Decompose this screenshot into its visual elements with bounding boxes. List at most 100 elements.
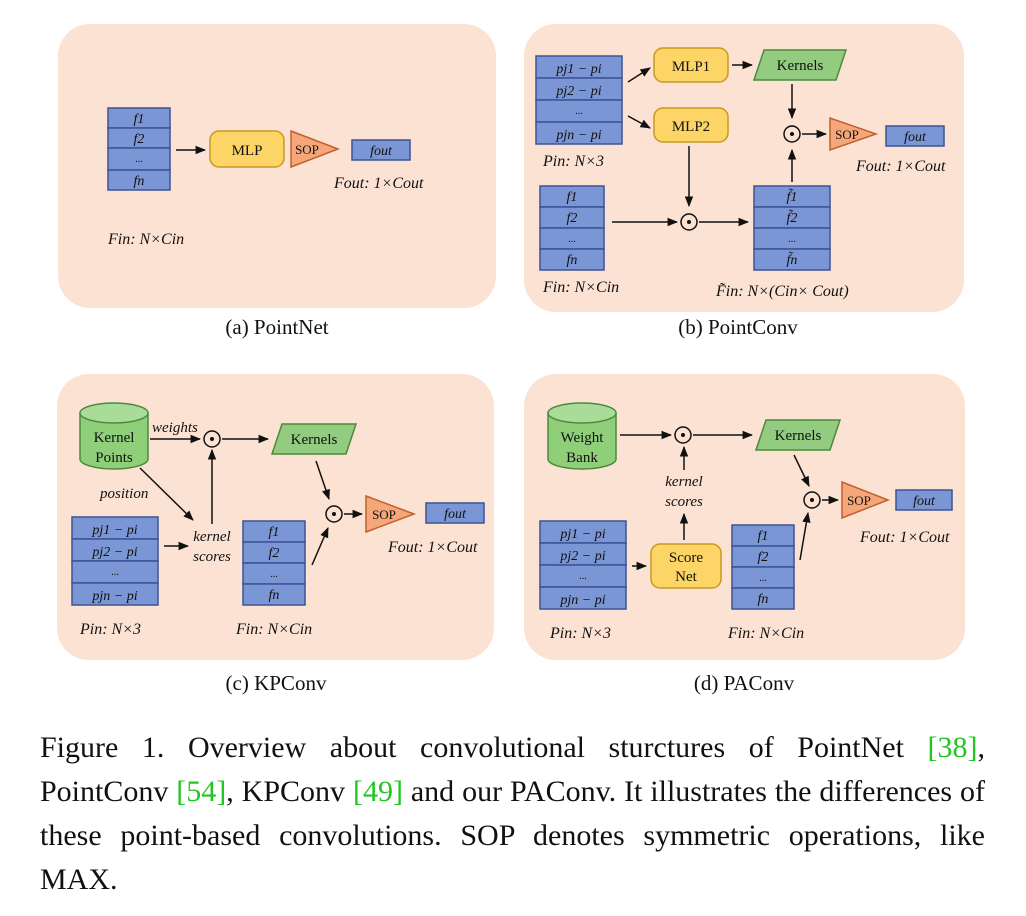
cell-label: pj1 − pi [559, 527, 605, 542]
kernel-scores-label: kernel [193, 529, 230, 545]
arrow [139, 467, 194, 521]
relative-position-stack: pj1 − pi pj2 − pi ... pjn − pi [71, 516, 159, 606]
cell-label: f2 [567, 211, 578, 226]
sop-label: SOP [372, 507, 396, 522]
cell-label: pj2 − pi [91, 545, 137, 560]
score-net-label: Score [669, 550, 703, 566]
output-vector: fout [351, 139, 411, 161]
fout-dimension-label: Fout: 1×Cout [859, 529, 950, 546]
cell-label: ... [111, 567, 119, 578]
cell-label: pj1 − pi [555, 62, 601, 77]
kernels-block: Kernels [754, 419, 842, 451]
citation-link[interactable]: [38] [927, 731, 978, 764]
mlp-block: MLP [209, 130, 285, 168]
kernel-points-cylinder: Kernel Points [79, 402, 149, 470]
output-vector: fout [425, 502, 485, 524]
kernels-block: Kernels [752, 49, 848, 81]
mlp1-label: MLP1 [672, 59, 710, 75]
mlp2-label: MLP2 [672, 119, 710, 135]
figure-diagrams: f1 f2 ... fn MLP SOP fout Fout: 1×Cout F… [57, 24, 965, 695]
cell-label: pj2 − pi [559, 549, 605, 564]
kernel-points-label: Points [95, 450, 133, 466]
cell-label: ... [579, 571, 587, 582]
output-label: fout [913, 494, 936, 509]
weight-bank-label: Weight [561, 430, 605, 446]
arrow [799, 511, 811, 561]
cell-label: f1 [269, 525, 280, 540]
cell-label: pj2 − pi [555, 84, 601, 99]
subcaption-kpconv: (c) KPConv [226, 671, 327, 695]
score-net-block: Score Net [650, 543, 722, 589]
subcaption-pointnet: (a) PointNet [225, 315, 328, 339]
kernel-scores-label: scores [665, 494, 703, 510]
citation-link[interactable]: [54] [176, 775, 227, 808]
odot-operator [783, 125, 801, 143]
mlp1-block: MLP1 [653, 47, 729, 83]
cell-label: fn [269, 588, 280, 603]
sop-block: SOP [829, 116, 879, 152]
odot-operator [680, 213, 698, 231]
pin-dimension-label: Pin: N×3 [542, 153, 604, 170]
cell-label: ... [270, 569, 278, 580]
panel-background [57, 374, 494, 660]
odot-operator [803, 491, 821, 509]
kernel-scores-label: scores [193, 549, 231, 565]
cell-label: ... [135, 154, 143, 165]
cell-label: pjn − pi [559, 593, 605, 608]
kernels-label: Kernels [291, 432, 338, 448]
odot-operator [674, 426, 692, 444]
figure-caption: Figure 1. Overview about convolutional s… [40, 726, 985, 902]
caption-text: , KPConv [226, 775, 353, 808]
cell-label: f2 [269, 546, 280, 561]
sop-label: SOP [295, 142, 319, 157]
kernels-block: Kernels [270, 423, 358, 455]
arrow [627, 115, 651, 129]
output-vector: fout [885, 125, 945, 147]
cell-label: pj1 − pi [91, 523, 137, 538]
output-label: fout [370, 144, 393, 159]
input-feature-stack: f1 f2 ... fn [107, 107, 171, 191]
kernel-points-label: Kernel [94, 430, 135, 446]
fin-dimension-label: Fin: N×Cin [542, 279, 619, 296]
cell-label: ... [759, 573, 767, 584]
caption-text: Figure 1. Overview about convolutional s… [40, 731, 928, 764]
kernels-label: Kernels [775, 428, 822, 444]
fin-dimension-label: Fin: N×Cin [727, 625, 804, 642]
cell-label: f1 [758, 529, 769, 544]
cell-label: ... [575, 106, 583, 117]
panel-kpconv: Kernel Points weights Kernels position k… [57, 374, 494, 660]
fin-dimension-label: Fin: N×Cin [235, 621, 312, 638]
odot-operator [325, 505, 343, 523]
output-vector: fout [895, 489, 953, 511]
cell-label: pjn − pi [91, 589, 137, 604]
kernel-scores-label: kernel [665, 474, 702, 490]
pin-dimension-label: Pin: N×3 [79, 621, 141, 638]
relative-position-stack: pj1 − pi pj2 − pi ... pjn − pi [535, 55, 623, 145]
subcaption-pointconv: (b) PointConv [678, 315, 798, 339]
input-feature-stack: f1 f2 ... fn [539, 185, 605, 271]
arrow [315, 460, 330, 500]
position-label: position [99, 486, 148, 502]
odot-operator [203, 430, 221, 448]
fout-dimension-label: Fout: 1×Cout [387, 539, 478, 556]
panel-pointconv: pj1 − pi pj2 − pi ... pjn − pi Pin: N×3 … [524, 24, 964, 312]
cell-label: fn [134, 174, 145, 189]
input-feature-stack: f1 f2 ... fn [731, 524, 795, 610]
cell-label: f̃2 [787, 209, 798, 226]
cell-label: ... [568, 234, 576, 245]
input-feature-stack: f1 f2 ... fn [242, 520, 306, 606]
caption-text: and our PAConv. It illustrates the diffe… [40, 775, 985, 896]
pin-dimension-label: Pin: N×3 [549, 625, 611, 642]
cell-label: fn [758, 592, 769, 607]
panel-paconv: Weight Bank Kernels kernel scores pj1 − … [524, 374, 965, 660]
panel-pointnet: f1 f2 ... fn MLP SOP fout Fout: 1×Cout F… [58, 24, 496, 308]
weights-label: weights [152, 420, 198, 436]
panel-background [524, 24, 964, 312]
citation-link[interactable]: [49] [352, 775, 403, 808]
cell-label: f̃n [787, 251, 798, 268]
relative-position-stack: pj1 − pi pj2 − pi ... pjn − pi [539, 520, 627, 610]
mlp2-block: MLP2 [653, 107, 729, 143]
caption-text: , PointConv [40, 731, 985, 808]
output-label: fout [444, 507, 467, 522]
score-net-label: Net [675, 569, 697, 585]
